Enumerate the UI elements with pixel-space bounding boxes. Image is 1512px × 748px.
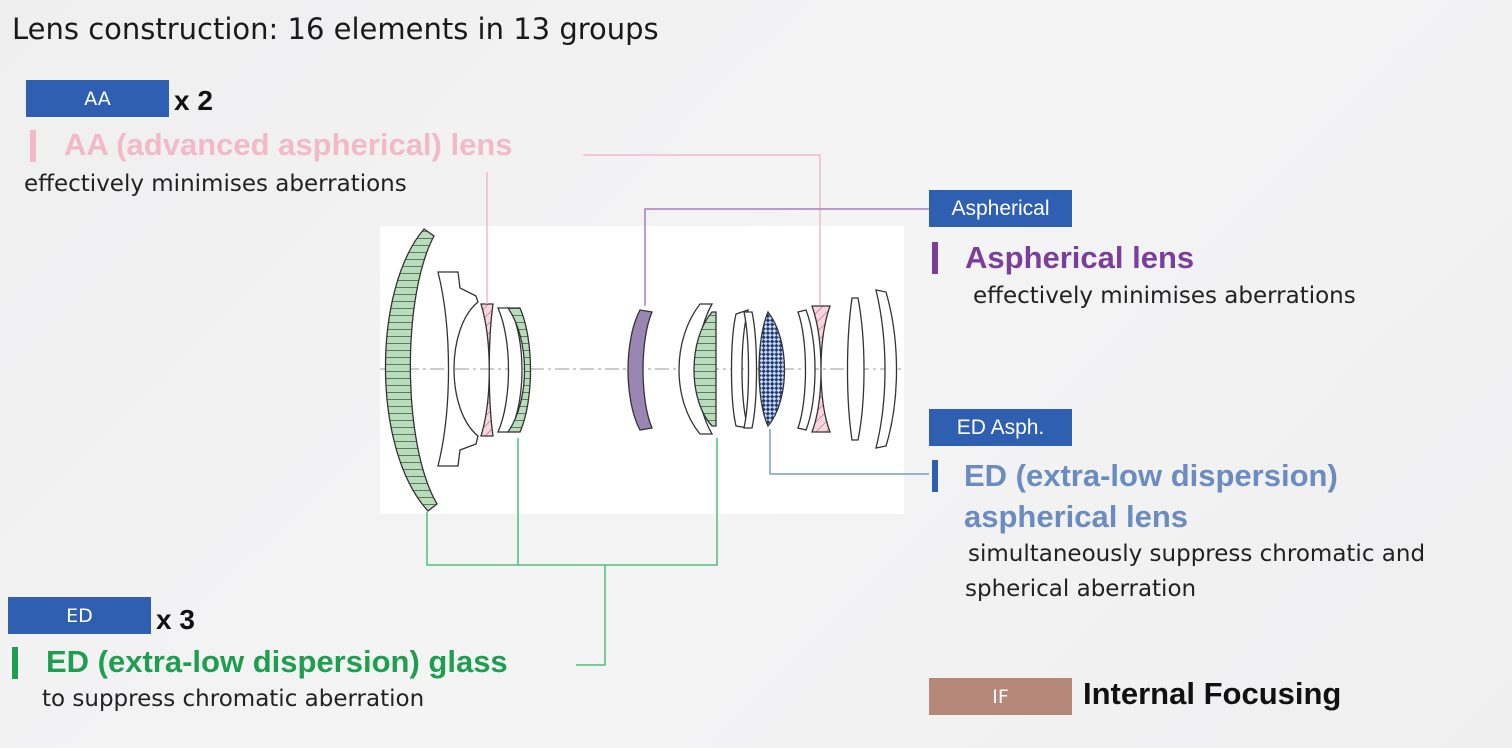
- lens-element-4-ed: [497, 307, 532, 433]
- ed-asph-heading-line2: aspherical lens: [964, 499, 1189, 534]
- aa-multiplier: x 2: [174, 85, 213, 116]
- lens-element-11: [846, 297, 865, 441]
- aspherical-accent-bar: [932, 242, 938, 274]
- lens-element-10-aa: [811, 305, 831, 433]
- lens-element-2: [437, 271, 479, 467]
- aa-heading: AA (advanced aspherical) lens: [64, 127, 513, 162]
- ed-accent-bar: [12, 647, 18, 679]
- page-title: Lens construction: 16 elements in 13 gro…: [12, 12, 659, 46]
- lens-element-7: [730, 309, 758, 429]
- ed-asph-description-line2: spherical aberration: [965, 576, 1197, 602]
- aspherical-description: effectively minimises aberrations: [973, 283, 1356, 309]
- ed-badge: ED: [8, 597, 151, 634]
- ed-asph-heading-line1: ED (extra-low dispersion): [964, 458, 1338, 493]
- ed-asph-leader-line: [769, 429, 929, 475]
- lens-element-1: [384, 228, 438, 512]
- aspherical-heading: Aspherical lens: [965, 240, 1195, 275]
- lens-element-9: [797, 309, 816, 431]
- lens-element-5-aspherical: [627, 309, 653, 431]
- aspherical-badge: Aspherical: [929, 190, 1072, 227]
- ed-leader-line: [426, 438, 718, 566]
- aa-badge: AA: [26, 80, 169, 117]
- ed-description: to suppress chromatic aberration: [42, 686, 425, 712]
- ed-heading: ED (extra-low dispersion) glass: [46, 644, 508, 679]
- ed-asph-description-line1: simultaneously suppress chromatic and: [968, 541, 1426, 567]
- if-badge: IF: [929, 678, 1072, 715]
- lens-element-8-ed-asph: [758, 310, 786, 428]
- lens-element-12: [875, 289, 898, 449]
- aspherical-leader-line: [644, 208, 929, 306]
- ed-asph-accent-bar: [932, 460, 938, 492]
- ed-leader-line-3: [576, 565, 606, 666]
- lens-element-3-aa: [480, 303, 494, 437]
- lens-element-6-ed: [678, 303, 717, 435]
- aa-accent-bar: [30, 130, 36, 162]
- aa-description: effectively minimises aberrations: [24, 171, 407, 197]
- ed-multiplier: x 3: [156, 604, 195, 635]
- if-heading: Internal Focusing: [1083, 676, 1342, 711]
- aa-leader-line: [583, 154, 821, 305]
- ed-asph-badge: ED Asph.: [929, 409, 1072, 446]
